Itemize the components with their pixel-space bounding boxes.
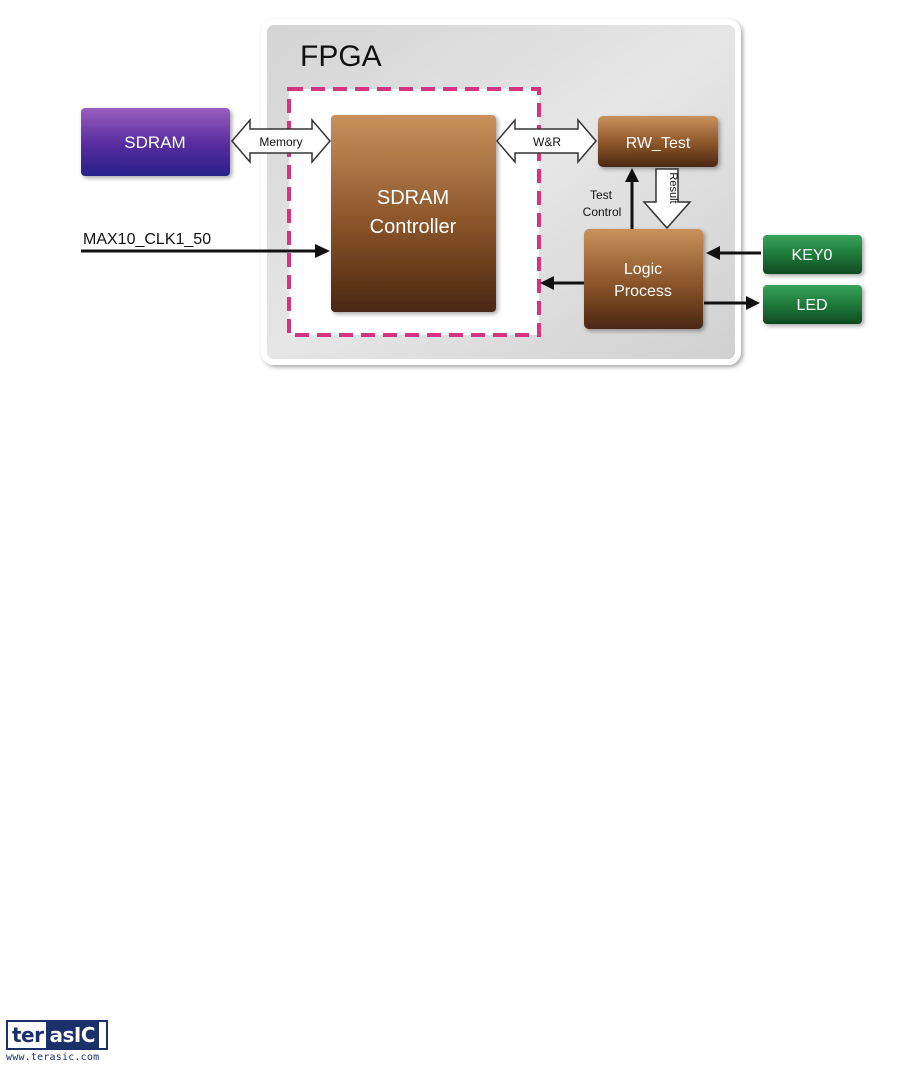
- clock-arrowhead: [315, 244, 330, 258]
- logo-text-right: asIC: [45, 1022, 100, 1048]
- led-label: LED: [796, 297, 827, 314]
- controller-label-line2: Controller: [370, 216, 457, 238]
- sdram-controller-block: [331, 115, 496, 312]
- wr-label: W&R: [533, 135, 561, 149]
- rw-test-block: [598, 116, 718, 167]
- key0-arrowhead: [706, 246, 720, 260]
- logic-label-line2: Process: [614, 283, 672, 300]
- block-diagram: FPGA SDRAM Memory SDRAM Controller W&R R…: [0, 0, 898, 400]
- logic-process-block: [584, 229, 703, 329]
- sdram-label: SDRAM: [124, 133, 185, 152]
- test-control-line2: Control: [583, 205, 622, 219]
- test-control-arrowhead: [625, 168, 639, 182]
- sdram-block: [81, 108, 230, 176]
- wr-arrow: [496, 117, 597, 165]
- logo-text-left: ter: [12, 1023, 44, 1047]
- test-control-line1: Test: [590, 188, 613, 202]
- logic-to-controller-arrowhead: [540, 276, 554, 290]
- logo-box: ter asIC: [6, 1020, 108, 1050]
- memory-label: Memory: [259, 135, 302, 149]
- logic-label-line1: Logic: [624, 261, 662, 278]
- terasic-logo: ter asIC www.terasic.com: [6, 1020, 110, 1066]
- fpga-label: FPGA: [300, 40, 382, 73]
- result-arrow: [642, 168, 692, 230]
- rw-test-label: RW_Test: [626, 135, 691, 152]
- led-arrowhead: [746, 296, 760, 310]
- diagram-svg: FPGA SDRAM Memory SDRAM Controller W&R R…: [81, 19, 862, 365]
- clock-label: MAX10_CLK1_50: [83, 231, 211, 248]
- key0-block: [763, 235, 862, 274]
- led-block: [763, 285, 862, 324]
- controller-label-line1: SDRAM: [377, 187, 449, 209]
- memory-arrow: [231, 117, 331, 165]
- key0-label: KEY0: [792, 247, 833, 264]
- result-label: Result: [667, 172, 679, 203]
- logo-url: www.terasic.com: [6, 1052, 100, 1063]
